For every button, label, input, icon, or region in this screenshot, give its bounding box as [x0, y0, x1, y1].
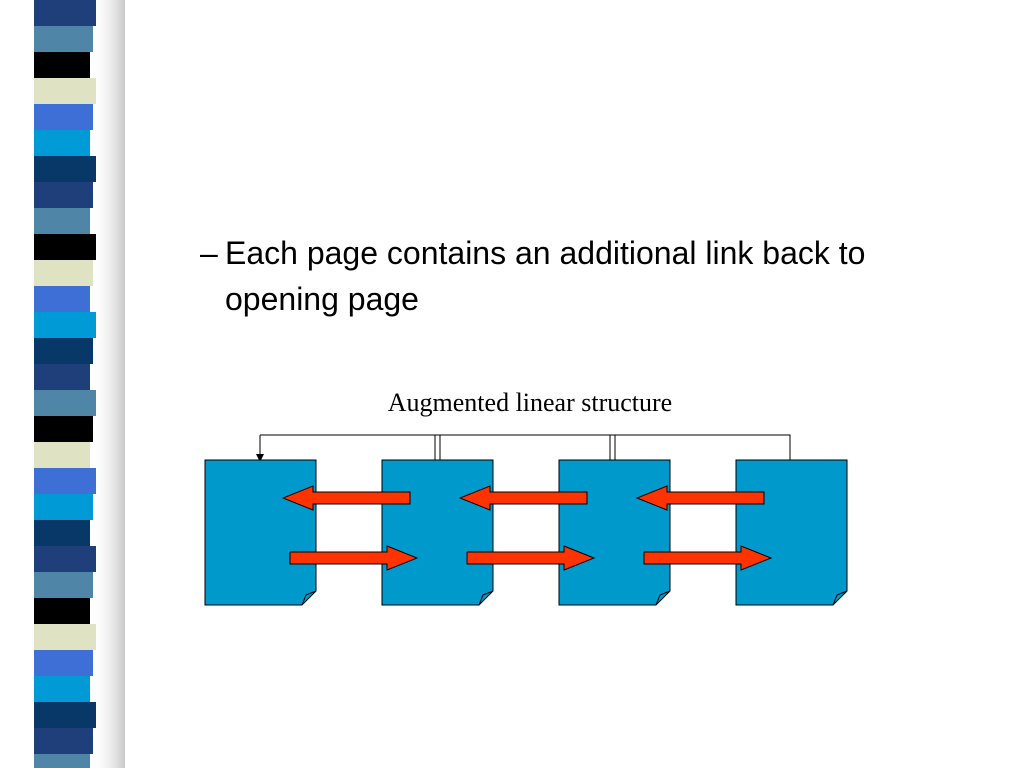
stripe-band [34, 234, 96, 260]
stripe-band [34, 546, 96, 572]
stripe-band [34, 0, 96, 26]
stripe-band [34, 260, 93, 286]
stripe-band [34, 468, 96, 494]
stripe-band [34, 156, 96, 182]
stripe-band [34, 520, 90, 546]
stripe-band [34, 390, 96, 416]
back-arrow-1 [281, 485, 411, 511]
stripe-band [34, 624, 96, 650]
page-3 [558, 459, 671, 606]
stripe-band [34, 572, 93, 598]
stripe-band [34, 364, 90, 390]
back-link-arrowhead [256, 454, 264, 462]
bullet-point: – Each page contains an additional link … [192, 230, 992, 322]
bullet-text: Each page contains an additional link ba… [225, 235, 866, 317]
pages-group [204, 459, 848, 606]
decorative-side-stripe [34, 0, 125, 768]
stripe-band [34, 52, 90, 78]
back-arrow-3 [635, 485, 765, 511]
stripe-band [34, 728, 93, 754]
stripe-band [34, 338, 93, 364]
page-fold-4 [832, 590, 848, 606]
stripe-band [34, 598, 90, 624]
stripe-band [34, 130, 90, 156]
stripe-band [34, 104, 93, 130]
stripe-band [34, 78, 96, 104]
next-arrow-1 [289, 545, 419, 571]
arrows-group [281, 485, 773, 571]
stripe-band [34, 754, 90, 768]
back-links [259, 434, 791, 460]
page-4 [735, 459, 848, 606]
page-fold-3 [655, 590, 671, 606]
stripe-band [34, 26, 93, 52]
stripe-band [34, 286, 90, 312]
page-fold-1 [301, 590, 317, 606]
page-1 [204, 459, 317, 606]
diagram-title: Augmented linear structure [387, 388, 673, 417]
stripe-band [34, 208, 90, 234]
stripe-band [34, 182, 93, 208]
stripe-band [34, 312, 96, 338]
stripe-band [34, 494, 93, 520]
stripe-band [34, 442, 90, 468]
stripe-band [34, 676, 90, 702]
back-arrow-2 [458, 485, 588, 511]
stripe-band [34, 702, 96, 728]
next-arrow-3 [643, 545, 773, 571]
next-arrow-2 [466, 545, 596, 571]
page-fold-2 [478, 590, 494, 606]
stripe-band [34, 416, 93, 442]
page-2 [381, 459, 494, 606]
bullet-dash: – [200, 235, 218, 271]
stripe-band [34, 650, 93, 676]
back-link-top-line [260, 434, 791, 460]
